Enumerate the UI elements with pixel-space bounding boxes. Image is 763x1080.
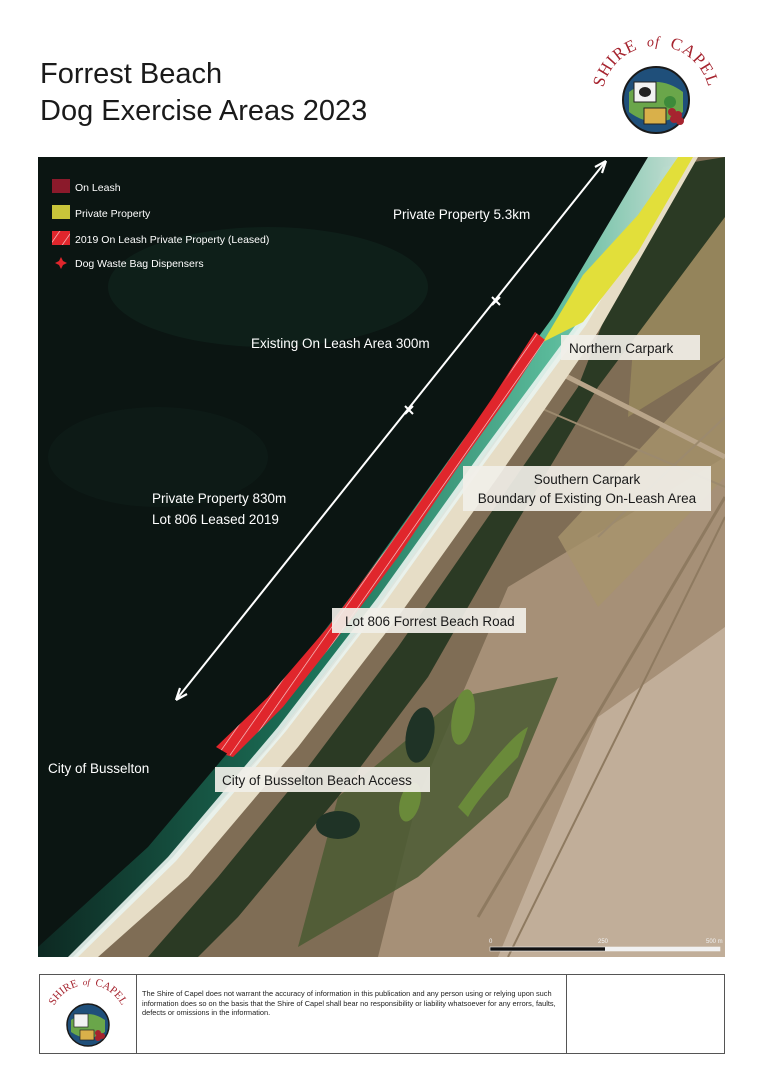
footer-disclaimer-box: SHIRE of CAPEL The Shire of Capel does n… — [39, 974, 725, 1054]
footer-logo-emblem-icon — [66, 1003, 110, 1047]
label-busselton-access: City of Busselton Beach Access — [222, 773, 412, 788]
label-lot-806-road: Lot 806 Forrest Beach Road — [345, 614, 515, 629]
page-title: Forrest Beach Dog Exercise Areas 2023 — [40, 56, 367, 130]
label-city-of-busselton: City of Busselton — [48, 761, 149, 776]
legend-label-leased: 2019 On Leash Private Property (Leased) — [75, 234, 269, 246]
scale-tick-0: 0 — [489, 939, 493, 945]
legend-label-dispenser: Dog Waste Bag Dispensers — [75, 258, 204, 270]
label-private-property-53: Private Property 5.3km — [393, 207, 530, 222]
vegetation-strip — [148, 157, 725, 957]
title-line-2: Dog Exercise Areas 2023 — [40, 95, 368, 127]
distance-arrow — [174, 160, 608, 701]
svg-text:SHIRE of C: SHIRE of CAPEL — [46, 976, 129, 1007]
label-existing-on-leash: Existing On Leash Area 300m — [251, 336, 430, 351]
legend-dispenser-icon — [55, 257, 67, 269]
private-property-zone — [543, 157, 693, 342]
title-line-1: Forrest Beach — [40, 58, 223, 90]
shire-of-capel-logo: SHIRE of CAPEL — [589, 33, 722, 134]
footer-logo-shire: SHIRE — [46, 978, 79, 1008]
footer-logo-cell: SHIRE of CAPEL — [40, 975, 137, 1053]
legend-label-on-leash: On Leash — [75, 182, 121, 194]
legend-swatch-leased — [52, 231, 70, 245]
footer-logo-capel: CAPEL — [94, 977, 130, 1008]
footer-shire-logo: SHIRE of CAPEL — [46, 976, 130, 1047]
logo-text-of: of — [646, 35, 661, 51]
label-northern-carpark: Northern Carpark — [569, 341, 674, 356]
callout-northern-carpark: Northern Carpark — [561, 335, 700, 360]
footer-blank-cell — [567, 975, 724, 1053]
scale-bar: 0 250 500 m — [489, 939, 723, 952]
pond — [405, 707, 435, 763]
label-southern-carpark: Southern Carpark — [534, 472, 641, 487]
legend-label-private: Private Property — [75, 208, 151, 220]
legend-swatch-on-leash — [52, 179, 70, 193]
legend-swatch-private — [52, 205, 70, 219]
scale-tick-250: 250 — [598, 939, 609, 945]
footer-logo-of: of — [82, 977, 91, 987]
label-boundary: Boundary of Existing On-Leash Area — [478, 491, 697, 506]
callout-lot-806-road: Lot 806 Forrest Beach Road — [332, 608, 526, 633]
map-legend: On Leash Private Property 2019 On Leash … — [52, 179, 269, 270]
aerial-map: On Leash Private Property 2019 On Leash … — [38, 157, 725, 957]
footer-disclaimer-text: The Shire of Capel does not warrant the … — [137, 975, 567, 1053]
callout-busselton-access: City of Busselton Beach Access — [215, 767, 430, 792]
label-private-property-830: Private Property 830m — [152, 491, 286, 506]
scale-tick-500: 500 m — [706, 939, 723, 945]
callout-southern-carpark: Southern Carpark Boundary of Existing On… — [463, 466, 711, 511]
dog-waste-dispenser-icon — [447, 456, 459, 468]
label-lot-806-leased: Lot 806 Leased 2019 — [152, 512, 279, 527]
on-leash-private-zone — [216, 332, 545, 757]
logo-emblem-icon — [622, 66, 690, 134]
